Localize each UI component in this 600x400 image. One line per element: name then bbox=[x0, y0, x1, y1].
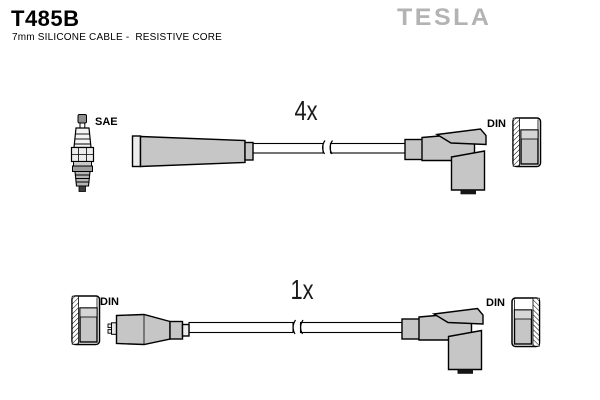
cable-assembly-1x bbox=[107, 307, 484, 375]
straight-boot-icon bbox=[107, 313, 190, 346]
din-terminal-icon-bottom-right bbox=[511, 297, 541, 348]
angled-boot-icon bbox=[401, 307, 484, 375]
straight-boot-icon bbox=[131, 135, 254, 168]
angled-boot-icon bbox=[404, 128, 487, 196]
page-subtitle: 7mm SILICONE CABLE - RESISTIVE CORE bbox=[12, 32, 223, 43]
terminal-label-din-bottom-left: DIN bbox=[100, 296, 119, 308]
quantity-label-bottom: 1x bbox=[290, 274, 314, 305]
cable-break-marks bbox=[322, 140, 334, 155]
din-terminal-icon-top-right bbox=[512, 117, 542, 168]
brand-logo: TESLA bbox=[397, 4, 492, 31]
quantity-label-top: 4x bbox=[294, 95, 318, 126]
terminal-label-sae: SAE bbox=[95, 116, 118, 128]
terminal-label-din-bottom-right: DIN bbox=[486, 297, 505, 309]
cable-assembly-4x bbox=[131, 128, 487, 196]
cable-break-marks bbox=[292, 319, 304, 335]
spark-plug-icon bbox=[70, 114, 95, 192]
page-title: T485B bbox=[11, 6, 80, 31]
din-terminal-icon-bottom-left bbox=[71, 295, 101, 346]
terminal-label-din-top-right: DIN bbox=[487, 118, 506, 130]
